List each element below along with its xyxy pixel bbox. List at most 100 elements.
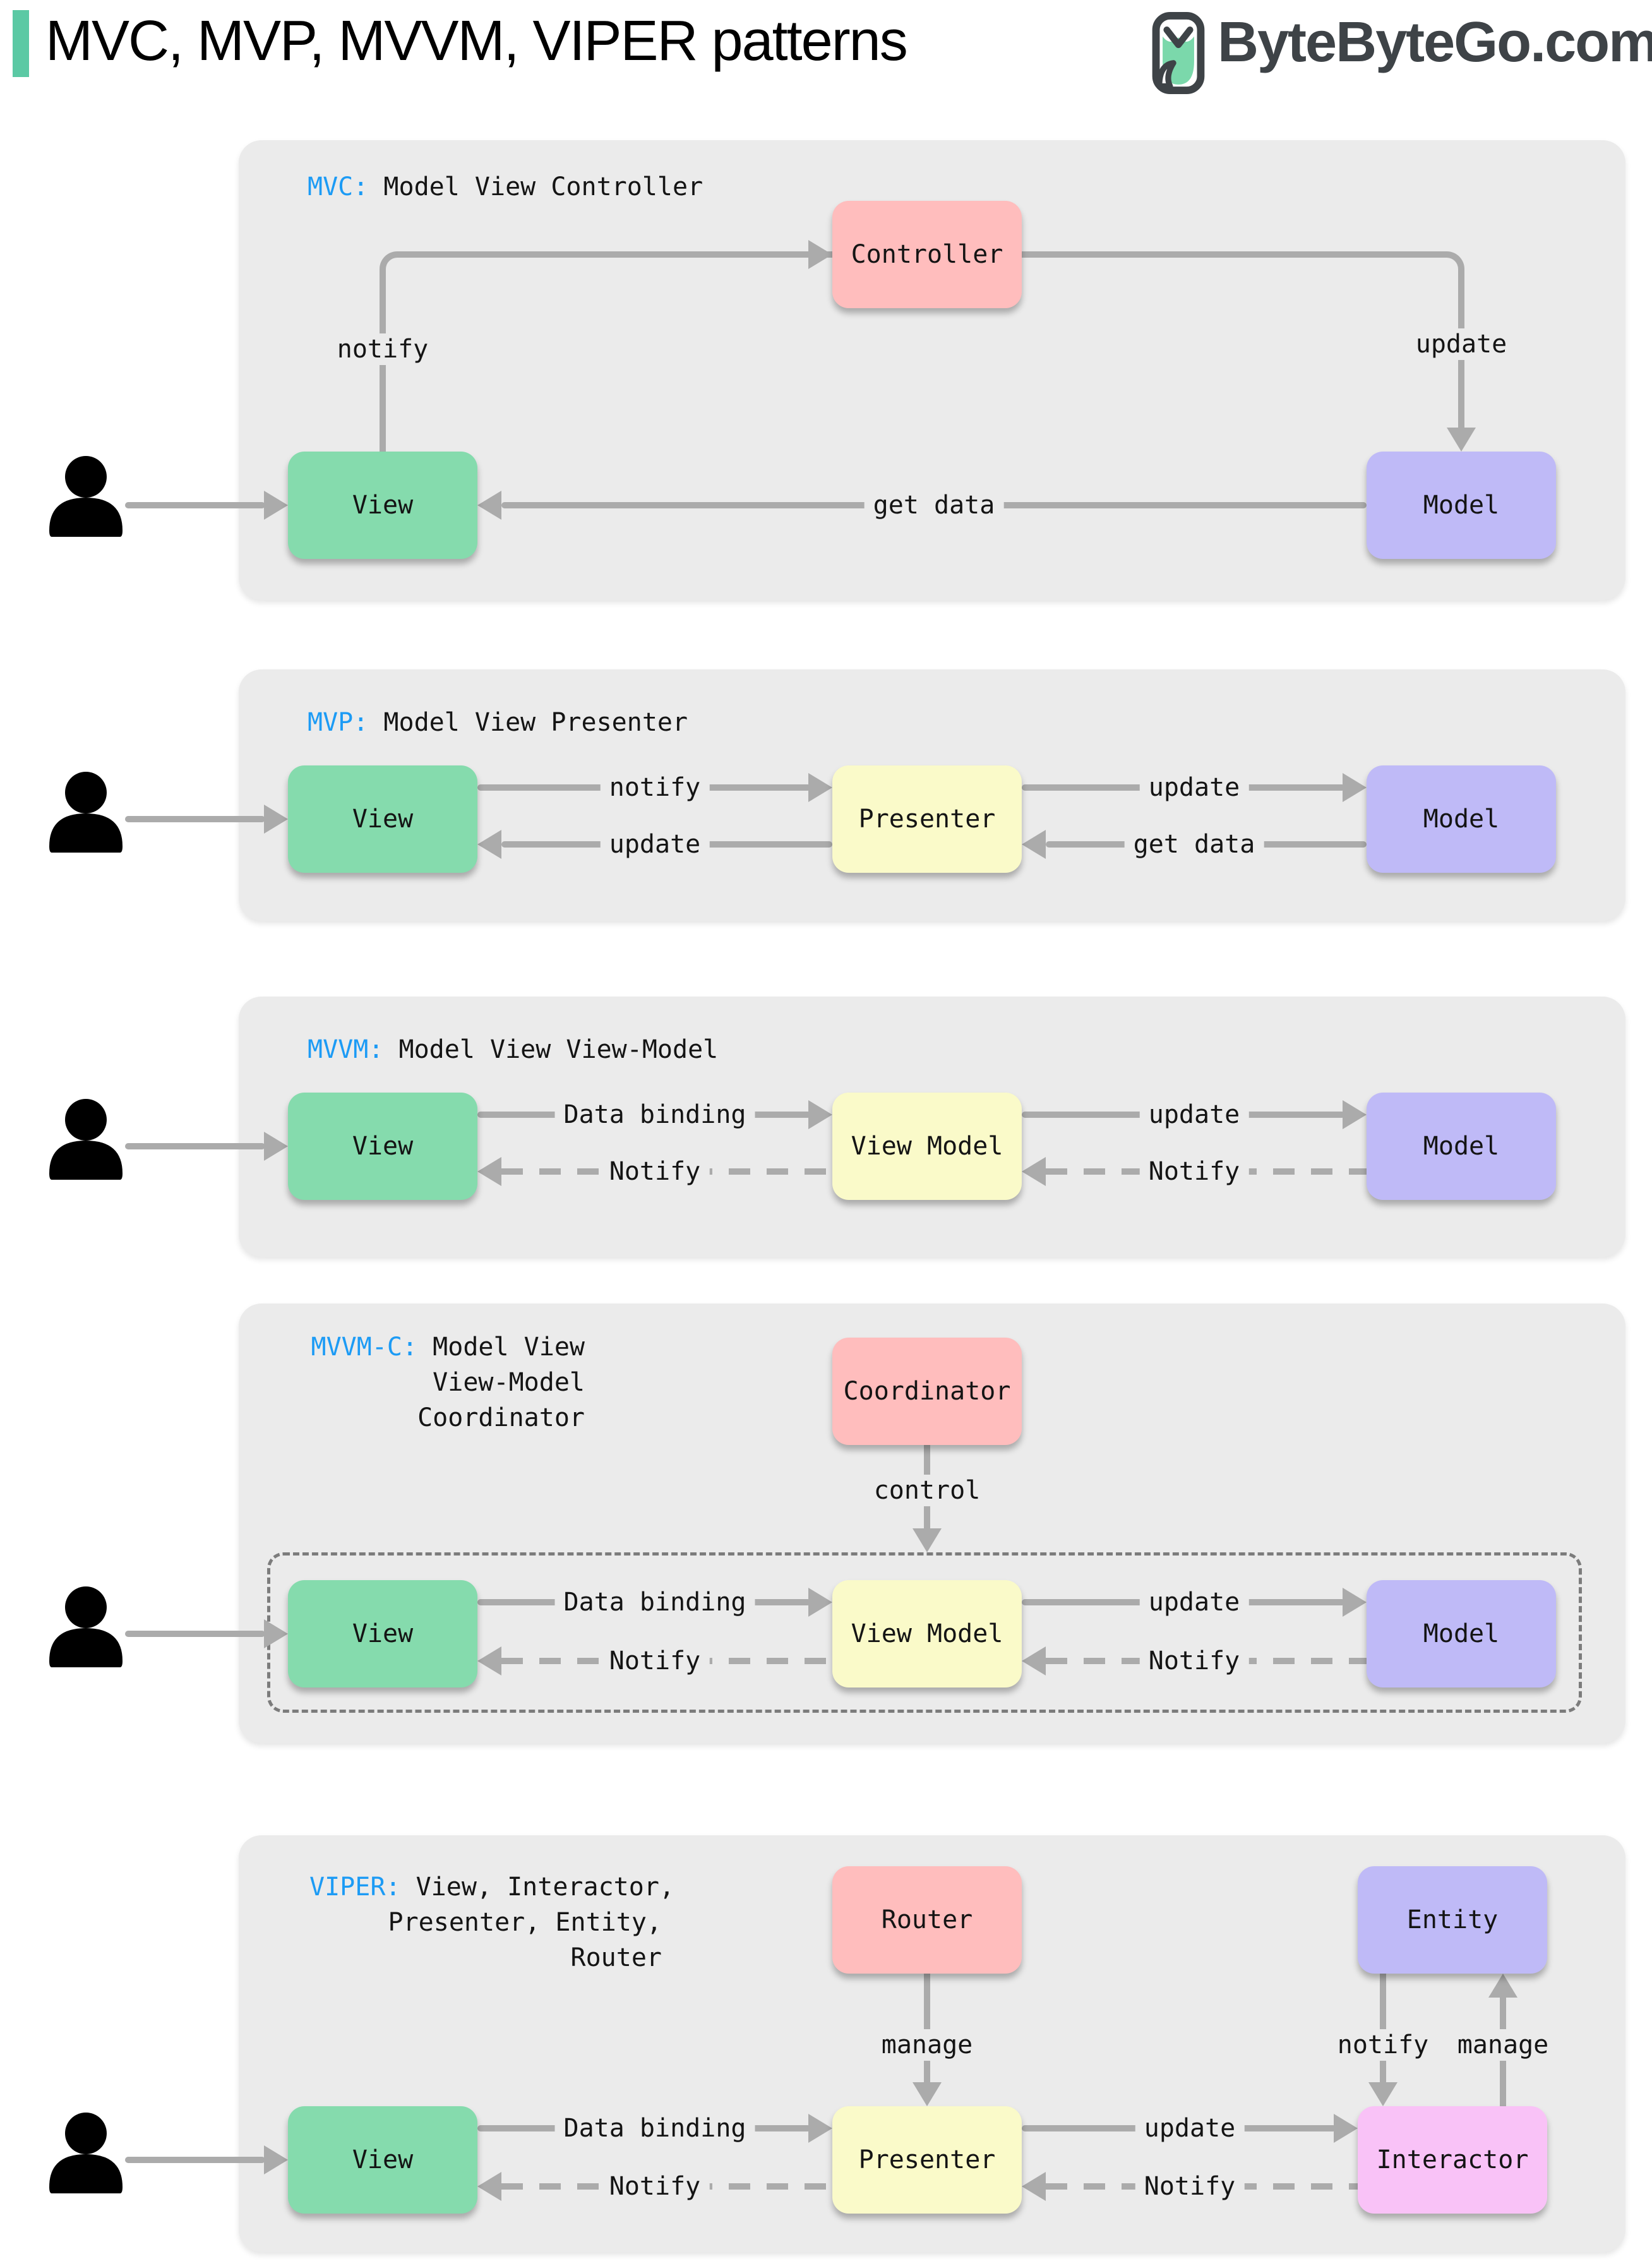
panel-mvvm-c-title: MVVM-C: Model View View-Model Coordinato…	[309, 1329, 585, 1436]
panel-mvc-subtitle: Model View Controller	[383, 172, 703, 201]
node-entity: Entity	[1358, 1866, 1547, 1974]
arrowhead	[264, 491, 288, 520]
edge-label-manage: manage	[1448, 2029, 1558, 2061]
panel-viper-subtitle-line: Router	[570, 1943, 662, 1972]
arrow-user-to-view	[125, 1631, 265, 1637]
arrowhead	[1022, 1646, 1046, 1676]
node-router: Router	[832, 1866, 1022, 1974]
arrowhead	[264, 2145, 288, 2174]
edge-label-notify: Notify	[600, 1156, 710, 1187]
title-accent-bar	[13, 10, 29, 77]
panel-mvc-title: MVC: Model View Controller	[308, 169, 703, 205]
arrowhead	[913, 1528, 942, 1552]
node-coordinator: Coordinator	[832, 1338, 1022, 1445]
edge-label-notify: Notify	[1135, 2171, 1245, 2202]
node-model: Model	[1367, 1093, 1556, 1200]
node-view: View	[288, 1093, 477, 1200]
arrowhead	[808, 2114, 832, 2143]
edge-label-data-binding: Data binding	[554, 1099, 755, 1130]
node-view: View	[288, 765, 477, 873]
edge-label-control: control	[865, 1475, 990, 1506]
user-icon	[49, 1586, 123, 1667]
arrowhead	[1488, 1974, 1517, 1998]
arrowhead	[808, 240, 832, 269]
panel-mvvm-c-subtitle-line: Coordinator	[417, 1403, 585, 1432]
arrow-user-to-view	[125, 2157, 265, 2163]
panel-mvvm-title: MVVM: Model View View-Model	[308, 1032, 718, 1067]
node-interactor: Interactor	[1358, 2106, 1547, 2214]
node-model: Model	[1367, 452, 1556, 559]
edge-label-update: update	[600, 829, 710, 860]
panel-mvvm-c-tag: MVVM-C:	[311, 1333, 418, 1362]
panel-mvvm-tag: MVVM:	[308, 1035, 384, 1064]
edge-label-update: update	[1139, 1586, 1249, 1618]
node-view: View	[288, 1580, 477, 1688]
panel-mvvm-c-subtitle-line: View-Model	[433, 1368, 585, 1397]
edge-label-notify: Notify	[1139, 1156, 1249, 1187]
edge-label-update: update	[1139, 772, 1249, 803]
arrowhead	[1334, 2114, 1358, 2143]
user-icon	[49, 1099, 123, 1180]
node-presenter: Presenter	[832, 2106, 1022, 2214]
node-presenter: Presenter	[832, 765, 1022, 873]
arrowhead	[913, 2082, 942, 2106]
arrow-router-manage	[924, 1974, 930, 2082]
arrowhead	[1343, 1100, 1367, 1129]
user-icon	[49, 456, 123, 537]
arrow-view-to-controller	[380, 251, 832, 452]
arrowhead	[477, 2172, 501, 2201]
arrowhead	[1368, 2082, 1398, 2106]
edge-label-notify: Notify	[1139, 1645, 1249, 1677]
arrowhead	[477, 830, 501, 859]
panel-mvp-title: MVP: Model View Presenter	[308, 705, 688, 740]
arrowhead	[264, 1619, 288, 1648]
edge-label-get-data: get data	[1124, 829, 1264, 860]
panel-viper-subtitle-line: Presenter, Entity,	[388, 1908, 662, 1937]
node-model: Model	[1367, 765, 1556, 873]
arrowhead	[1343, 773, 1367, 802]
arrowhead	[1022, 1157, 1046, 1186]
arrow-user-to-view	[125, 816, 265, 822]
edge-label-notify: notify	[600, 772, 710, 803]
arrow-controller-to-model	[1022, 251, 1464, 428]
panel-mvvm-subtitle: Model View View-Model	[398, 1035, 719, 1064]
panel-mvp-subtitle: Model View Presenter	[383, 708, 688, 737]
arrowhead	[808, 773, 832, 802]
arrowhead	[1022, 2172, 1046, 2201]
edge-label-get-data: get data	[864, 489, 1004, 521]
panel-viper-tag: VIPER:	[309, 1873, 401, 1902]
panel-mvc-tag: MVC:	[308, 172, 369, 201]
panel-viper-title: VIPER: View, Interactor, Presenter, Enti…	[309, 1869, 674, 1975]
edge-label-update: update	[1135, 2113, 1245, 2144]
edge-label-data-binding: Data binding	[554, 1586, 755, 1618]
arrowhead	[808, 1588, 832, 1617]
arrowhead	[477, 491, 501, 520]
edge-label-notify: notify	[328, 333, 438, 365]
node-view-model: View Model	[832, 1580, 1022, 1688]
arrowhead	[1447, 428, 1476, 452]
page-title: MVC, MVP, MVVM, VIPER patterns	[45, 9, 908, 73]
arrowhead	[808, 1100, 832, 1129]
edge-label-notify: Notify	[600, 2171, 710, 2202]
edge-label-manage: manage	[872, 2029, 982, 2061]
bytebytego-logo-icon	[1152, 12, 1205, 94]
arrowhead	[477, 1157, 501, 1186]
edge-label-notify: notify	[1328, 2029, 1438, 2061]
arrowhead	[1343, 1588, 1367, 1617]
panel-mvp-tag: MVP:	[308, 708, 369, 737]
node-controller: Controller	[832, 201, 1022, 308]
edge-label-update: update	[1139, 1099, 1249, 1130]
arrow-entity-notify	[1380, 1974, 1386, 2082]
arrowhead	[264, 1132, 288, 1161]
panel-mvvm-c-subtitle-line: Model View	[433, 1333, 585, 1362]
panel-viper-subtitle-line: View, Interactor,	[416, 1873, 674, 1902]
node-view: View	[288, 2106, 477, 2214]
node-view-model: View Model	[832, 1093, 1022, 1200]
user-icon	[49, 2113, 123, 2193]
arrowhead	[1022, 830, 1046, 859]
brand-name: ByteByteGo.com	[1218, 11, 1652, 74]
arrowhead	[264, 805, 288, 834]
arrow-user-to-view	[125, 1143, 265, 1149]
edge-label-data-binding: Data binding	[554, 2113, 755, 2144]
